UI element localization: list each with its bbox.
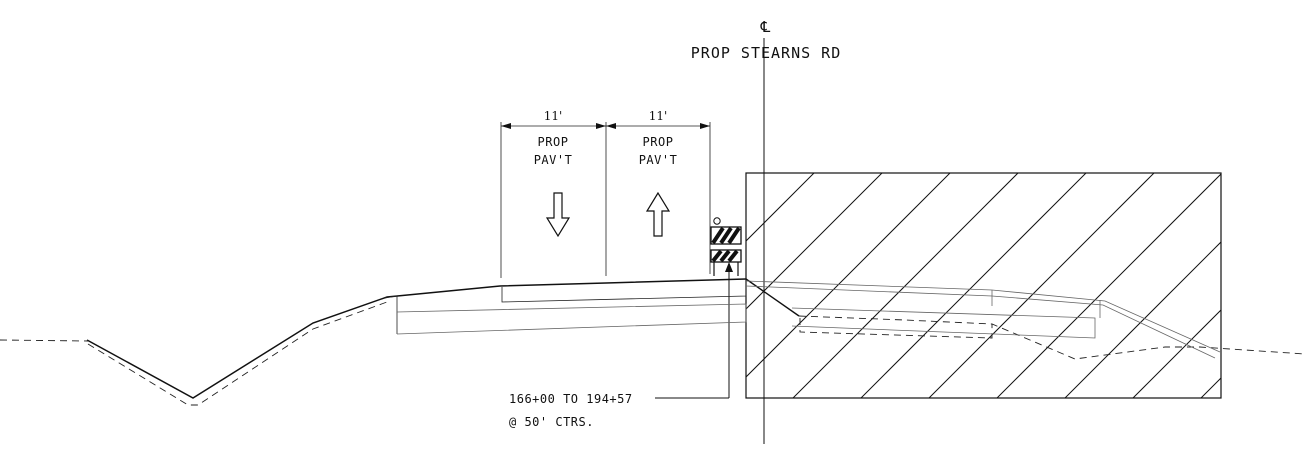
proposed-profile (86, 278, 800, 399)
barricade-note-line2: @ 50' CTRS. (509, 415, 594, 429)
pavement-section (501, 279, 747, 303)
base-course (396, 303, 747, 335)
barricade-icon (710, 217, 742, 276)
lane-1-label-line1: PROP (538, 135, 569, 149)
lane-dimensions: 11' 11' PROP PAV'T PROP PAV'T (500, 109, 711, 278)
existing-structure (799, 318, 993, 339)
existing-ditch (87, 301, 388, 406)
barricade-note-line1: 166+00 TO 194+57 (509, 392, 633, 406)
hatch-line (1269, 173, 1305, 398)
tie-slope (745, 278, 800, 317)
existing-profile (0, 301, 1305, 406)
lane-1-label-line2: PAV'T (534, 153, 573, 167)
hatch-line (746, 173, 951, 378)
centerline-label: PROP STEARNS RD (691, 44, 841, 62)
hatched-area-border (745, 172, 1222, 399)
hatch-line (860, 173, 1087, 398)
lane-2-width: 11' (649, 109, 668, 123)
right-grade-line (745, 280, 1221, 353)
hatch-line (1200, 377, 1221, 398)
hatch-line (928, 173, 1155, 398)
hatch-lines (746, 173, 1305, 398)
lane-2-label-line1: PROP (643, 135, 674, 149)
arrow-down-icon (545, 192, 571, 238)
right-side-sections (745, 280, 1221, 359)
barricade-leader-arrow (725, 262, 733, 272)
hatch-line (746, 173, 815, 242)
arrow-up-icon (645, 191, 671, 237)
existing-ground-right (798, 315, 1305, 360)
hatch-line (792, 173, 1019, 398)
right-base-course (791, 307, 1096, 339)
lane-1-arrow-left (501, 123, 511, 129)
right-grade-line-2 (745, 285, 1216, 359)
hatch-line (746, 173, 747, 174)
lane-1-width: 11' (544, 109, 563, 123)
shoulder-edge (384, 295, 398, 334)
hatch-line (1064, 241, 1221, 398)
hatch-line (1132, 309, 1221, 398)
lane-2-arrow-left (606, 123, 616, 129)
finished-grade-line (86, 278, 747, 399)
hatched-area (745, 172, 1305, 399)
hatch-line (996, 173, 1221, 398)
existing-ground-left (0, 339, 89, 342)
centerline-symbol: ℄ (760, 18, 772, 36)
lane-1-arrow-right (596, 123, 606, 129)
lane-2-label-line2: PAV'T (639, 153, 678, 167)
hatch-line (746, 173, 883, 310)
lane-2-arrow-right (700, 123, 710, 129)
